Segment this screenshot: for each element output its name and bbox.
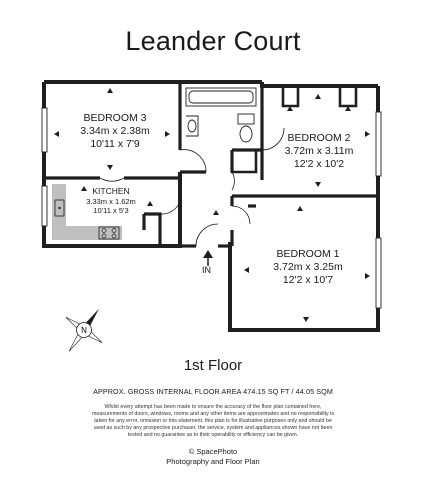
svg-text:N: N <box>81 326 87 335</box>
plan-title: Leander Court <box>125 26 301 56</box>
hob-icon <box>98 226 120 240</box>
room-bedroom-3: BEDROOM 3 3.34m x 2.38m 10'11 x 7'9 <box>60 112 170 151</box>
room-kitchen: KITCHEN 3.33m x 1.62m 10'11 x 5'3 <box>66 186 156 215</box>
room-metric: 3.72m x 3.25m <box>273 261 343 274</box>
room-imperial: 12'2 x 10'2 <box>293 158 345 171</box>
room-metric: 3.33m x 1.62m <box>86 196 136 206</box>
floor-label: 1st Floor <box>183 357 243 374</box>
room-bedroom-1: BEDROOM 1 3.72m x 3.25m 12'2 x 10'7 <box>248 248 368 287</box>
room-name: BEDROOM 2 <box>287 132 351 144</box>
room-metric: 3.34m x 2.38m <box>80 125 150 138</box>
windows <box>41 107 382 309</box>
credit: © SpacePhoto Photography and Floor Plan <box>0 447 426 467</box>
room-imperial: 12'2 x 10'7 <box>282 274 334 287</box>
entry-arrow-icon <box>203 250 213 266</box>
sink-icon <box>54 199 65 217</box>
room-bedroom-2: BEDROOM 2 3.72m x 3.11m 12'2 x 10'2 <box>262 132 376 171</box>
kitchen-counter-bottom <box>52 226 122 240</box>
room-name: KITCHEN <box>92 186 130 196</box>
room-imperial: 10'11 x 7'9 <box>90 138 140 151</box>
compass-north-icon: N <box>65 308 103 352</box>
entry-label: IN <box>202 265 211 275</box>
room-metric: 3.72m x 3.11m <box>284 145 354 158</box>
room-name: BEDROOM 3 <box>83 112 147 124</box>
room-imperial: 10'11 x 5'3 <box>93 206 129 215</box>
disclaimer: Whilst every attempt has been made to en… <box>91 404 334 438</box>
room-name: BEDROOM 1 <box>276 248 340 260</box>
gross-area: APPROX. GROSS INTERNAL FLOOR AREA 474.15… <box>93 387 333 396</box>
bathroom-fixtures <box>185 87 257 143</box>
company-line: Photography and Floor Plan <box>166 457 260 467</box>
copyright-line: © SpacePhoto <box>188 447 238 456</box>
door-swings <box>99 127 285 247</box>
wall-markers <box>54 88 370 322</box>
